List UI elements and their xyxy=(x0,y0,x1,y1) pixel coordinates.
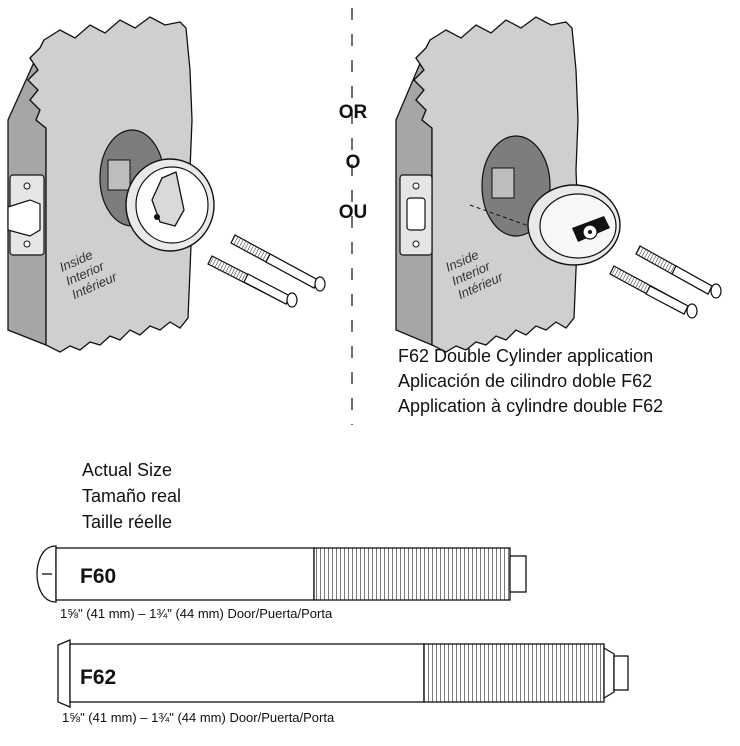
actual-size-french: Taille réelle xyxy=(82,512,173,532)
right-door-illustration xyxy=(395,16,722,353)
f60-model-label: F60 xyxy=(80,565,117,588)
f60-screw xyxy=(36,545,527,603)
f60-dimension: 1⅝" (41 mm) – 1¾" (44 mm) Door/Puerta/Po… xyxy=(60,606,333,621)
f62-screw xyxy=(57,639,629,708)
f62-model-label: F62 xyxy=(80,666,117,689)
caption-french: Application à cylindre double F62 xyxy=(398,396,664,416)
caption-spanish: Aplicación de cilindro doble F62 xyxy=(398,371,653,391)
f62-dimension: 1⅝" (41 mm) – 1¾" (44 mm) Door/Puerta/Po… xyxy=(62,710,335,725)
caption-english: F62 Double Cylinder application xyxy=(398,346,654,366)
left-door-illustration xyxy=(7,16,326,353)
actual-size-spanish: Tamaño real xyxy=(82,486,182,506)
or-label-spanish: O xyxy=(345,152,361,173)
or-label-french: OU xyxy=(338,202,368,223)
or-label-english: OR xyxy=(338,102,368,123)
actual-size-english: Actual Size xyxy=(82,460,173,480)
